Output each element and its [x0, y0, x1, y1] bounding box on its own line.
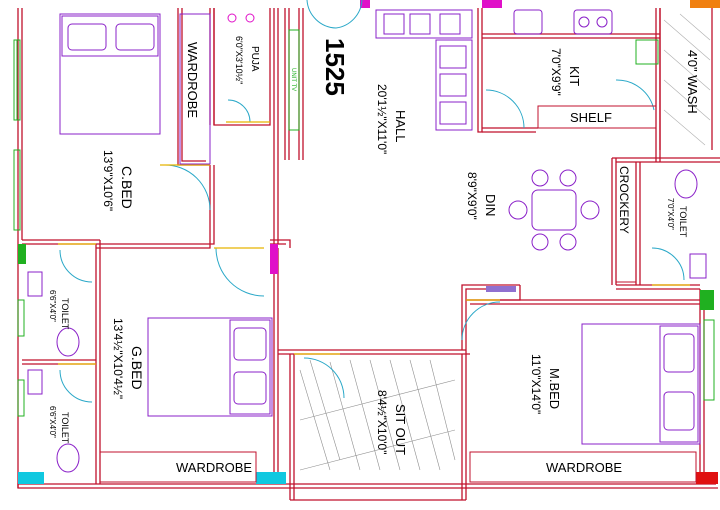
door-jambs: [58, 121, 690, 365]
wardrobe-bottom-boxes: [99, 451, 697, 483]
plan-number: 1525: [320, 38, 350, 96]
kit-dim: 7'0"X9'9": [549, 48, 563, 96]
sitout-hatch: [299, 359, 456, 471]
shelf-label: SHELF: [570, 110, 612, 125]
doors: [59, 0, 685, 403]
labels: 1525 C.BED 13'9"X10'6" WARDROBE PUJA 6'0…: [48, 36, 700, 475]
toilet-left2-dim: 6'6"X4'0": [48, 406, 57, 438]
windows: [13, 0, 720, 484]
kitchen-stove: [573, 9, 613, 35]
unit-tv-label: UNIT TV: [290, 68, 296, 91]
gbed-dim: 13'4½"X10'4½": [111, 318, 125, 399]
wardrobe-bottom-right-label: WARDROBE: [546, 460, 622, 475]
sitout-name: SIT OUT: [393, 404, 408, 455]
kit-name: KIT: [567, 66, 582, 86]
hall-sofa: [435, 39, 473, 131]
unit-tv-box: [288, 29, 300, 131]
din-name: DIN: [483, 194, 498, 216]
wardrobe-bottom-left-label: WARDROBE: [176, 460, 252, 475]
gbed-bed: [147, 317, 273, 417]
cbed-name: C.BED: [119, 166, 135, 209]
mbed-bed: [581, 323, 701, 445]
kitchen-sink: [513, 9, 543, 35]
din-dim: 8'9"X9'0": [465, 172, 479, 220]
furniture: [27, 9, 707, 473]
hall-chairs: [375, 9, 473, 39]
toilet-left1-name: TOILET: [60, 298, 70, 330]
toilet-right-dim: 7'0"X4'0": [666, 198, 675, 230]
crockery-box: [615, 161, 637, 283]
dining-table: [531, 189, 577, 231]
toilet-left1-dim: 6'6"X4'0": [48, 290, 57, 322]
hall-name: HALL: [393, 110, 408, 143]
toilet-left2-name: TOILET: [60, 412, 70, 444]
sitout-dim: 8'4½"X10'0": [375, 390, 389, 454]
wash-hatch: [663, 13, 711, 146]
toilet-right-name: TOILET: [678, 206, 688, 238]
hall-dim: 20'1½"X11'0": [375, 84, 389, 154]
crockery-label: CROCKERY: [617, 166, 631, 234]
wash-label: 4'0" WASH: [685, 50, 700, 114]
gbed-name: G.BED: [129, 346, 145, 390]
wardrobe-left-label: WARDROBE: [185, 42, 200, 118]
puja-dim: 6'0"X3'10½": [234, 36, 244, 84]
shelf-box: [537, 105, 657, 129]
walls: [17, 8, 720, 501]
mbed-dim: 11'0"X14'0": [529, 354, 543, 414]
cbed-bed: [59, 13, 161, 135]
wardrobe-left-box: [179, 13, 211, 165]
mbed-name: M.BED: [547, 368, 562, 409]
cbed-dim: 13'9"X10'6": [101, 150, 115, 211]
puja-name: PUJA: [249, 46, 260, 72]
